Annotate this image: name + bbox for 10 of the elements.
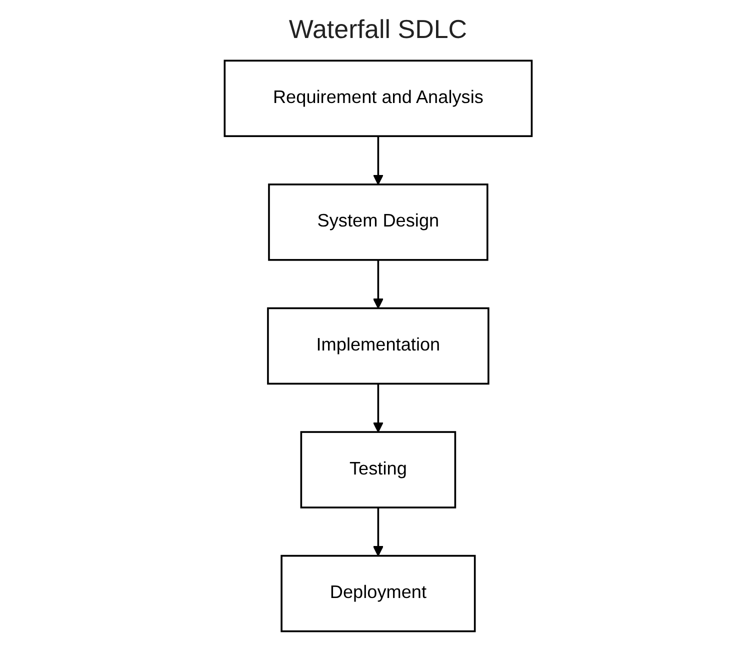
arrow [372, 135, 384, 185]
arrow [372, 382, 384, 432]
arrow [372, 506, 384, 556]
node-box: System Design [268, 184, 488, 261]
arrow [372, 259, 384, 309]
node-box: Implementation [266, 307, 490, 385]
diagram-title: Waterfall SDLC [288, 14, 468, 45]
node-box: Deployment [280, 554, 476, 632]
node-box: Testing [300, 431, 456, 508]
node-box: Requirement and Analysis [224, 60, 532, 138]
